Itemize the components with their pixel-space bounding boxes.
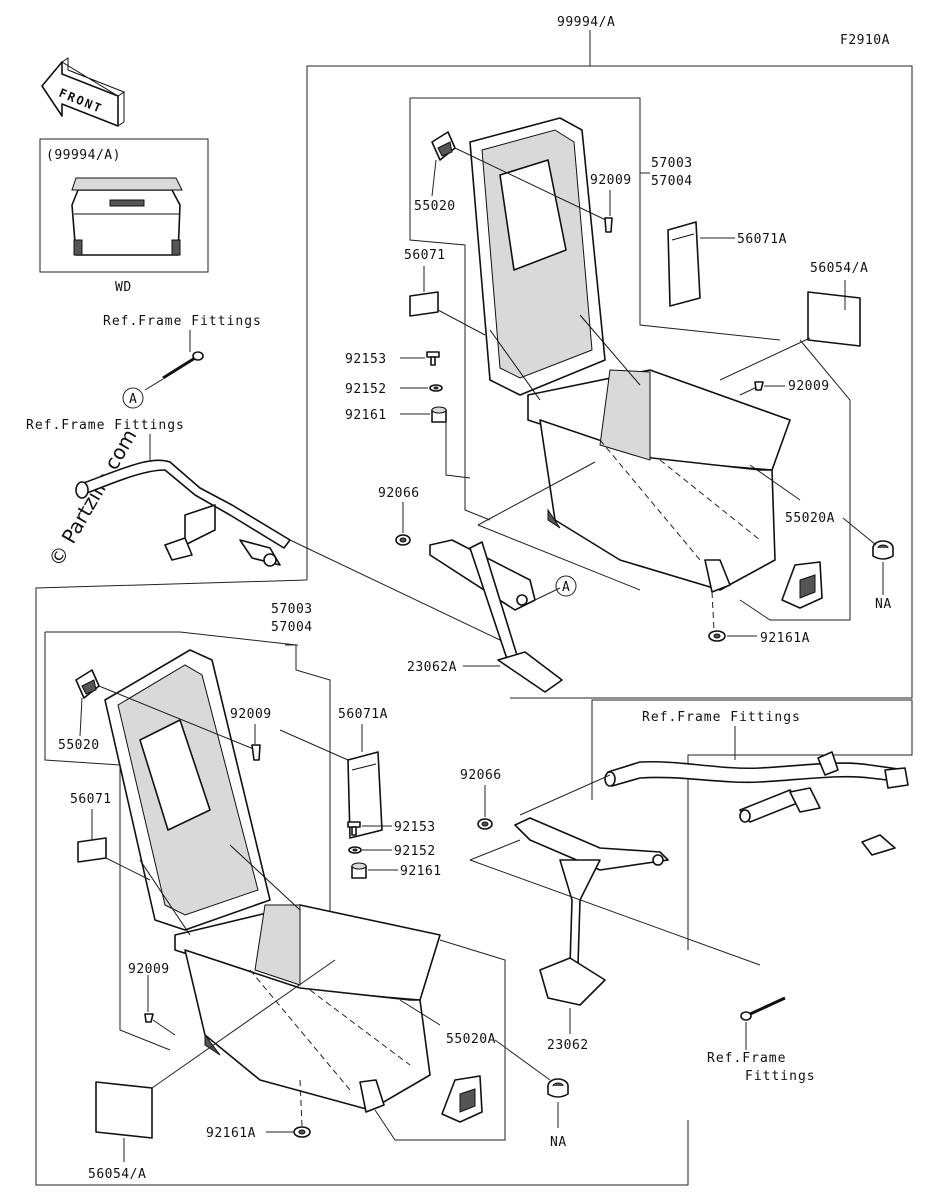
label-l-92161: 92161: [400, 864, 442, 879]
bolt-92153-lower: [347, 821, 361, 836]
label-l-92009-b: 92009: [128, 962, 170, 977]
label-r-56071A: 56071A: [737, 232, 787, 247]
label-ref-frame-1: Ref.Frame Fittings: [103, 314, 262, 329]
label-r-57004: 57004: [651, 174, 693, 189]
sticker-56071-upper: [409, 291, 439, 317]
label-l-55020A: 55020A: [446, 1032, 496, 1047]
upper-assembly-frame: [35, 30, 913, 1186]
label-r-92009-a: 92009: [590, 173, 632, 188]
label-r-92152: 92152: [345, 382, 387, 397]
label-assembly: 99994/A: [557, 15, 615, 30]
sticker-56071A-lower: [347, 751, 383, 839]
label-l-56071A: 56071A: [338, 707, 388, 722]
label-r-92153: 92153: [345, 352, 387, 367]
label-r-56054A: 56054/A: [810, 261, 868, 276]
label-l-92009-a: 92009: [230, 707, 272, 722]
label-ref-frame-2: Ref.Frame Fittings: [26, 418, 185, 433]
callout-a1: A: [129, 392, 137, 407]
washer-92152-upper: [429, 384, 443, 392]
label-l-56054A: 56054/A: [88, 1167, 146, 1182]
nut-92161A-upper: [708, 630, 726, 642]
grommet-NA-lower: [547, 1078, 569, 1098]
screw-92009-upper-right: [754, 381, 764, 391]
frame-fitting-lower-right: [604, 751, 909, 856]
callout-a1-circle: [122, 387, 144, 409]
lower-hinge-55020: [75, 669, 100, 699]
bolt-upper-left: [162, 351, 204, 380]
inset-label: (99994/A): [46, 148, 121, 163]
sticker-56054A-upper: [807, 291, 861, 347]
label-ref-frame-4b: Fittings: [745, 1069, 816, 1084]
frame-fitting-upper-left: [75, 459, 291, 567]
label-l-55020: 55020: [58, 738, 100, 753]
upper-hinge-55020: [431, 131, 456, 161]
callout-a2: A: [562, 580, 570, 595]
washer-92152-lower: [348, 846, 362, 854]
label-r-55020: 55020: [414, 199, 456, 214]
grommet-92161-lower: [351, 862, 367, 879]
nut-92161A-lower: [293, 1126, 311, 1138]
label-l-56071: 56071: [70, 792, 112, 807]
label-r-56071: 56071: [404, 248, 446, 263]
label-ref-frame-4a: Ref.Frame: [707, 1051, 786, 1066]
label-l-23062: 23062: [547, 1038, 589, 1053]
label-r-92009-b: 92009: [788, 379, 830, 394]
label-r-NA: NA: [875, 597, 892, 612]
label-r-57003: 57003: [651, 156, 693, 171]
label-r-92066: 92066: [378, 486, 420, 501]
front-arrow-icon: FRONT: [41, 57, 126, 127]
label-r-23062A: 23062A: [407, 660, 457, 675]
saddlebag-icon: [71, 177, 183, 256]
label-ref-frame-3: Ref.Frame Fittings: [642, 710, 801, 725]
label-l-57003: 57003: [271, 602, 313, 617]
watermark: © Partzilla.com: [44, 425, 142, 571]
bracket-23062: [514, 817, 669, 1006]
nut-92066-lower: [477, 818, 493, 830]
nut-92066-upper: [395, 534, 411, 546]
grommet-NA-upper: [872, 540, 894, 560]
lower-saddlebag: [104, 649, 441, 1113]
label-r-55020A: 55020A: [785, 511, 835, 526]
bolt-92153-upper: [426, 351, 440, 366]
bolt-lower-right: [740, 996, 786, 1021]
sticker-56071A-upper: [667, 221, 701, 307]
sticker-56054A-lower: [95, 1081, 153, 1139]
label-l-92152: 92152: [394, 844, 436, 859]
screw-92009-lower: [251, 744, 261, 761]
inset-caption: WD: [115, 280, 132, 295]
sticker-56071-lower: [77, 837, 107, 863]
inset-box: (99994/A) WD: [39, 138, 209, 295]
screw-92009-upper: [604, 217, 613, 233]
reflector-55020A-lower: [441, 1075, 483, 1123]
diagram-code: F2910A: [840, 33, 890, 48]
grommet-92161-upper: [431, 406, 447, 423]
label-l-NA: NA: [550, 1135, 567, 1150]
label-l-92161A: 92161A: [206, 1126, 256, 1141]
reflector-55020A-upper: [781, 561, 823, 609]
callout-a2-circle: [555, 575, 577, 597]
label-l-57004: 57004: [271, 620, 313, 635]
label-l-92066: 92066: [460, 768, 502, 783]
upper-saddlebag: [469, 117, 791, 593]
label-r-92161: 92161: [345, 408, 387, 423]
label-r-92161A: 92161A: [760, 631, 810, 646]
label-l-92153: 92153: [394, 820, 436, 835]
screw-92009-lower-left: [144, 1013, 154, 1023]
